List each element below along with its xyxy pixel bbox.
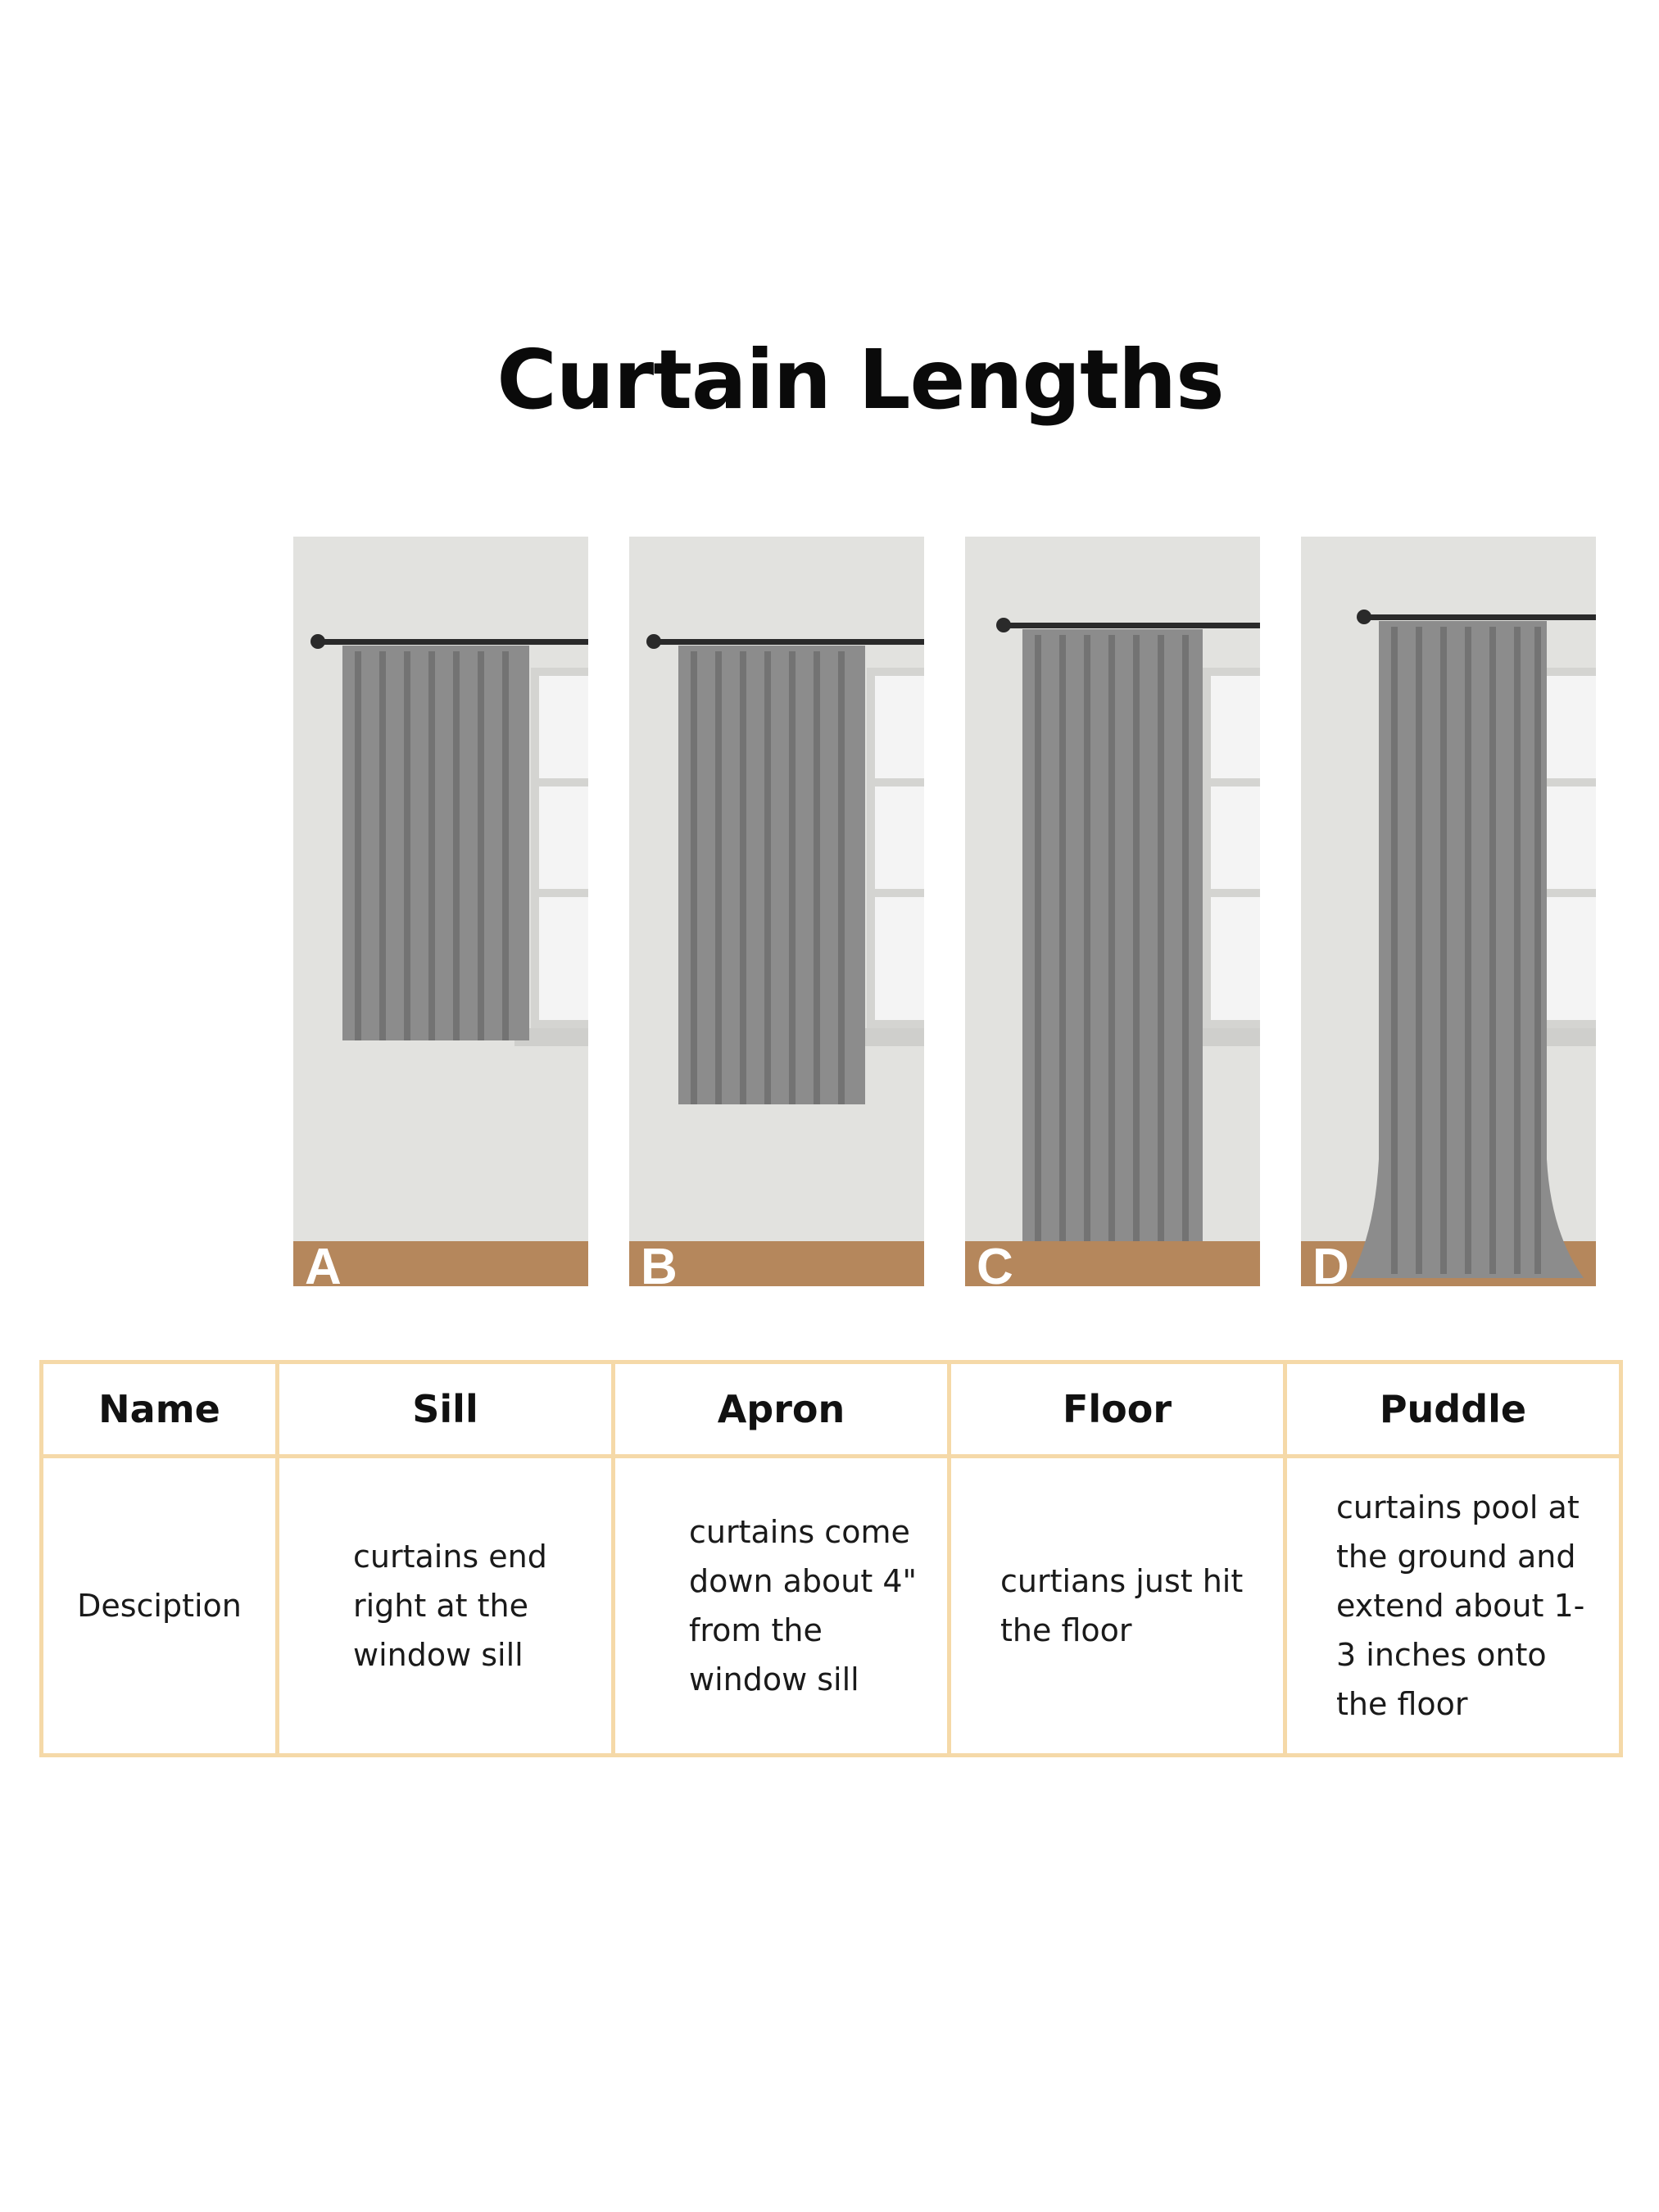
rod-finial bbox=[310, 634, 325, 649]
floor-curtain-illustration bbox=[965, 537, 1260, 1286]
floor-strip bbox=[629, 1241, 924, 1286]
sill-curtain-illustration bbox=[293, 537, 588, 1286]
header-sill: Sill bbox=[275, 1360, 615, 1458]
description-sill: curtains end right at the window sill bbox=[353, 1539, 547, 1673]
page-title: Curtain Lengths bbox=[496, 332, 1224, 428]
curtain-panel-c: C bbox=[965, 537, 1260, 1286]
floor-strip bbox=[293, 1241, 588, 1286]
panel-label: A bbox=[305, 1239, 342, 1287]
header-floor: Floor bbox=[947, 1360, 1287, 1458]
description-cell-apron: curtains come down about 4" from the win… bbox=[611, 1454, 951, 1757]
curtain-rod bbox=[652, 639, 924, 645]
window-sill bbox=[850, 1028, 924, 1046]
curtain-rod bbox=[316, 639, 588, 645]
header-puddle: Puddle bbox=[1283, 1360, 1623, 1458]
curtain-panel-d: D bbox=[1301, 537, 1596, 1286]
window-sill bbox=[1186, 1028, 1260, 1046]
curtain-body bbox=[342, 646, 529, 1040]
description-cell-sill: curtains end right at the window sill bbox=[275, 1454, 615, 1757]
window-pane bbox=[875, 676, 924, 778]
rod-finial bbox=[646, 634, 661, 649]
panel-label: B bbox=[641, 1239, 678, 1287]
description-floor: curtians just hit the floor bbox=[1000, 1563, 1244, 1648]
curtain-body bbox=[678, 646, 865, 1104]
curtain-length-table: Name Sill Apron Floor Puddle Desciption … bbox=[39, 1360, 1623, 1757]
description-puddle: curtains pool at the ground and extend a… bbox=[1336, 1489, 1585, 1722]
panel-label: C bbox=[977, 1239, 1013, 1287]
curtain-panel-a: A bbox=[293, 537, 588, 1286]
description-apron: curtains come down about 4" from the win… bbox=[689, 1514, 917, 1698]
curtain-rod bbox=[1002, 623, 1260, 628]
header-name: Name bbox=[39, 1360, 279, 1458]
floor-strip bbox=[965, 1241, 1260, 1286]
curtain-folds bbox=[1035, 635, 1189, 1245]
description-cell-floor: curtians just hit the floor bbox=[947, 1454, 1287, 1757]
puddle-curtain-illustration bbox=[1301, 537, 1596, 1286]
curtain-folds bbox=[1391, 627, 1541, 1274]
table-description-row: Desciption curtains end right at the win… bbox=[39, 1454, 1623, 1757]
description-cell-puddle: curtains pool at the ground and extend a… bbox=[1283, 1454, 1623, 1757]
curtain-folds bbox=[691, 651, 845, 1104]
window-sill bbox=[514, 1028, 588, 1046]
table-header-row: Name Sill Apron Floor Puddle bbox=[39, 1360, 1623, 1458]
panel-label: D bbox=[1312, 1239, 1349, 1287]
rod-finial bbox=[996, 618, 1011, 632]
window-pane bbox=[539, 676, 588, 778]
rod-finial bbox=[1357, 610, 1371, 624]
window-pane bbox=[1547, 676, 1596, 778]
apron-curtain-illustration bbox=[629, 537, 924, 1286]
curtain-folds bbox=[355, 651, 509, 1040]
curtain-rod bbox=[1362, 614, 1596, 620]
window-pane bbox=[1211, 676, 1260, 778]
row-label-description: Desciption bbox=[39, 1454, 279, 1757]
header-apron: Apron bbox=[611, 1360, 951, 1458]
curtain-panel-b: B bbox=[629, 537, 924, 1286]
